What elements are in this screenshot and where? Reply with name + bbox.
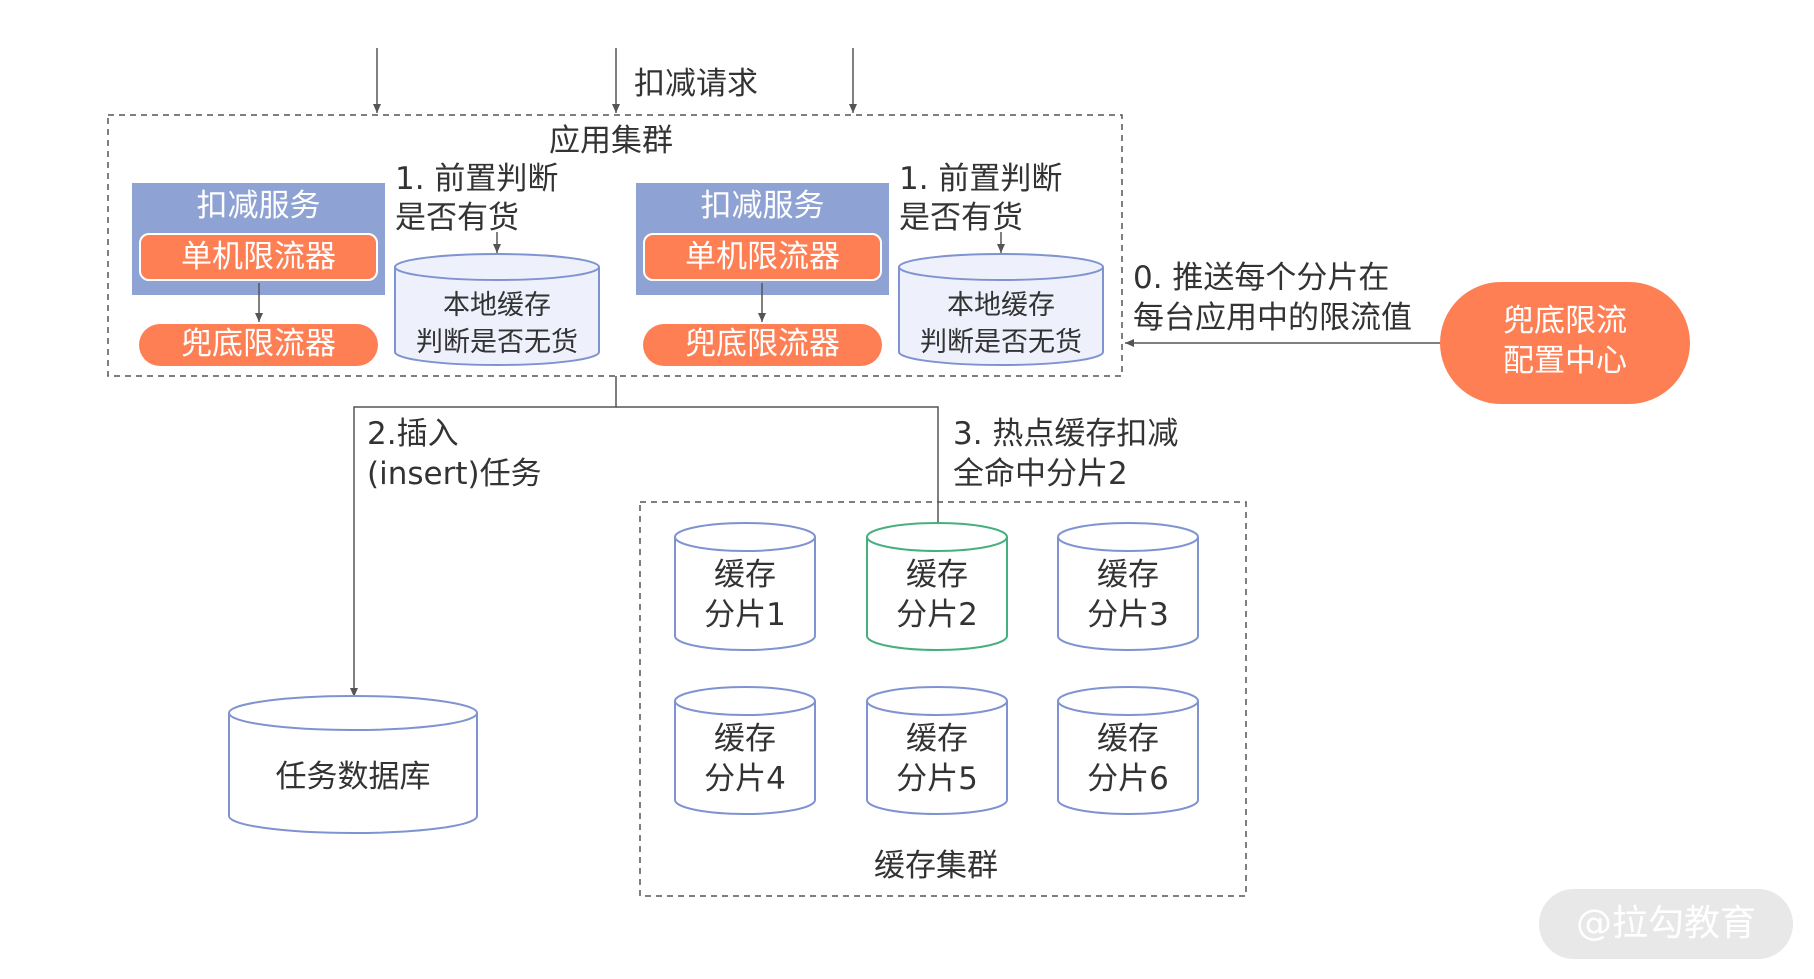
service-2: 扣减服务 — [636, 183, 889, 295]
service-2-fallback-limiter: 兜底限流器 — [643, 324, 882, 366]
cache-shard-4-label: 缓存 分片4 — [704, 721, 786, 797]
hot-cache-note: 3. 热点缓存扣减 全命中分片2 — [953, 416, 1179, 492]
service-2-local-limiter: 单机限流器 — [643, 233, 882, 281]
insert-task-note: 2.插入 (insert)任务 — [367, 416, 542, 492]
config-push-note: 0. 推送每个分片在 每台应用中的限流值 — [1133, 260, 1412, 336]
service-1-check-note: 1. 前置判断 是否有货 — [395, 161, 559, 236]
app-cluster-box — [107, 114, 1123, 377]
cache-shard-5-label: 缓存 分片5 — [896, 721, 978, 797]
cache-shard-6-cylinder — [1057, 686, 1199, 815]
local-cache-cylinder-1 — [394, 253, 600, 366]
request-label: 扣减请求 — [634, 66, 758, 102]
cache-shard-3-cylinder — [1057, 522, 1199, 651]
cache-shard-3-label: 缓存 分片3 — [1087, 557, 1169, 633]
watermark: @拉勾教育 — [1575, 903, 1756, 944]
task-database-cylinder — [228, 695, 478, 834]
service-1-title: 扣减服务 — [196, 188, 321, 224]
service-2-cache-label: 本地缓存 判断是否无货 — [920, 290, 1082, 358]
cache-shard-2-label: 缓存 分片2 — [896, 557, 978, 633]
service-2-check-note: 1. 前置判断 是否有货 — [899, 161, 1063, 236]
hot-cache-arrow — [616, 406, 942, 533]
cache-cluster-title: 缓存集群 — [874, 848, 998, 884]
local-cache-cylinder-2 — [898, 253, 1104, 366]
cache-shard-6-label: 缓存 分片6 — [1087, 721, 1169, 797]
cache-shard-1-cylinder — [674, 522, 816, 651]
watermark-badge — [1539, 889, 1793, 959]
service-1-cache-label: 本地缓存 判断是否无货 — [416, 290, 578, 358]
cache-shard-1-label: 缓存 分片1 — [704, 557, 786, 633]
cache-shard-4-cylinder — [674, 686, 816, 815]
service-1: 扣减服务 — [132, 183, 385, 295]
cache-shard-2-cylinder — [866, 522, 1008, 651]
insert-task-arrow — [350, 376, 617, 697]
config-center-shape — [1440, 282, 1690, 404]
app-cluster-title: 应用集群 — [549, 123, 673, 159]
service-1-fallback-limiter: 兜底限流器 — [139, 324, 378, 366]
service-1-local-limiter: 单机限流器 — [139, 233, 378, 281]
cache-shard-5-cylinder — [866, 686, 1008, 815]
cache-cluster-box — [639, 501, 1247, 897]
task-database-label: 任务数据库 — [275, 759, 431, 795]
service-2-title: 扣减服务 — [700, 188, 825, 224]
config-center-label: 兜底限流 配置中心 — [1503, 303, 1627, 379]
